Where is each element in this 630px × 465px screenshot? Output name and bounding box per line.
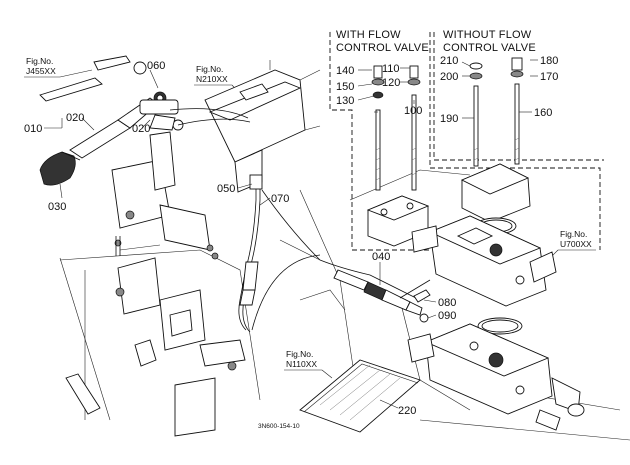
without-flow-title-line2: CONTROL VALVE: [443, 42, 536, 54]
without-flow-parts: [469, 57, 524, 167]
svg-text:J455XX: J455XX: [26, 66, 56, 76]
callout-120[interactable]: 120: [382, 77, 400, 89]
callout-130[interactable]: 130: [336, 95, 354, 107]
callout-020-b[interactable]: 020: [132, 123, 150, 135]
callout-030[interactable]: 030: [48, 201, 66, 213]
svg-text:N210XX: N210XX: [196, 74, 228, 84]
with-flow-parts: [366, 65, 430, 247]
with-flow-title-line1: WITH FLOW: [336, 29, 401, 41]
leader-lines: [44, 59, 538, 409]
callout-020-a[interactable]: 020: [66, 112, 84, 124]
svg-text:Fig.No.: Fig.No.: [560, 229, 587, 239]
callout-010[interactable]: 010: [24, 123, 42, 135]
callout-040[interactable]: 040: [372, 251, 390, 263]
callout-060[interactable]: 060: [147, 60, 165, 72]
callout-210[interactable]: 210: [440, 55, 458, 67]
callout-180[interactable]: 180: [540, 55, 558, 67]
control-valve-block: [407, 163, 585, 431]
washer-090: [419, 313, 429, 323]
callout-labels: 010 020 020 030 040 050 060 070 080 090 …: [24, 55, 558, 417]
lever-assembly: [39, 55, 246, 437]
inset-with-flow-control-valve: WITH FLOW CONTROL VALVE: [329, 29, 601, 251]
fig-ref-j455xx[interactable]: Fig.No. J455XX: [24, 56, 93, 78]
fig-ref-u700xx[interactable]: Fig.No. U700XX: [545, 229, 596, 263]
callout-100[interactable]: 100: [404, 105, 422, 117]
cable-end-050: [249, 174, 263, 190]
callout-170[interactable]: 170: [540, 71, 558, 83]
inset-without-flow-control-valve: WITHOUT FLOW CONTROL VALVE: [433, 29, 604, 161]
callout-190[interactable]: 190: [440, 113, 458, 125]
control-cable: [169, 108, 431, 333]
svg-text:Fig.No.: Fig.No.: [286, 349, 313, 359]
drawing-number: 3N600-154-10: [258, 423, 300, 430]
callout-090[interactable]: 090: [438, 310, 456, 322]
svg-text:Fig.No.: Fig.No.: [196, 64, 223, 74]
callout-140[interactable]: 140: [336, 65, 354, 77]
svg-text:N110XX: N110XX: [286, 359, 317, 369]
svg-text:U700XX: U700XX: [560, 239, 592, 249]
fig-ref-n110xx[interactable]: Fig.No. N110XX: [284, 349, 333, 379]
callout-050[interactable]: 050: [217, 183, 235, 195]
callout-150[interactable]: 150: [336, 81, 354, 93]
with-flow-title-line2: CONTROL VALVE: [336, 42, 429, 54]
callout-080[interactable]: 080: [438, 297, 456, 309]
owners-manual: [299, 359, 421, 433]
svg-text:Fig.No.: Fig.No.: [26, 56, 53, 66]
without-flow-title-line1: WITHOUT FLOW: [443, 29, 532, 41]
callout-160[interactable]: 160: [534, 107, 552, 119]
callout-200[interactable]: 200: [440, 71, 458, 83]
callout-110[interactable]: 110: [382, 63, 400, 75]
callout-070[interactable]: 070: [271, 193, 289, 205]
callout-220[interactable]: 220: [398, 405, 416, 417]
